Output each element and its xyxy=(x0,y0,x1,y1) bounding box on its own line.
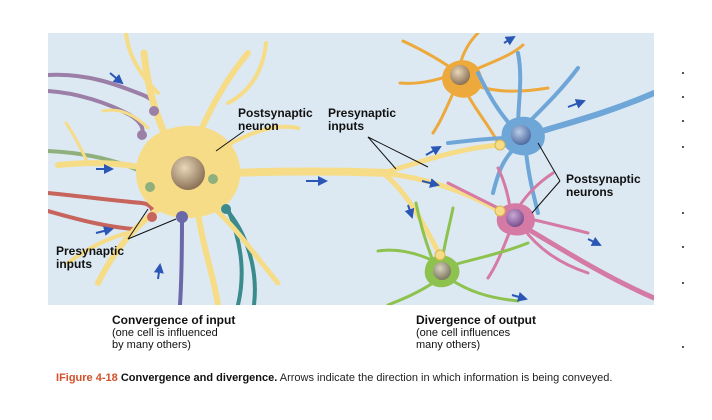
page-edge-mark xyxy=(682,120,684,122)
convergence-line-1: (one cell is influenced xyxy=(112,327,218,339)
divergence-description: Divergence of output (one cell influence… xyxy=(416,314,536,351)
postsynaptic-neurons-label: Postsynaptic neurons xyxy=(566,172,641,199)
label-pointers xyxy=(127,130,561,240)
divergence-heading: Divergence of output xyxy=(416,313,537,327)
page-edge-mark xyxy=(682,282,684,284)
caption-title: Convergence and divergence. xyxy=(120,372,278,384)
figure-number: Figure 4-18 xyxy=(59,372,118,384)
divergence-line-2: many others) xyxy=(416,339,481,351)
input-terminals xyxy=(137,106,231,223)
divergence-line-1: (one cell influences xyxy=(416,327,511,339)
presynaptic-inputs-top-label: Presynaptic inputs xyxy=(328,106,397,133)
page-edge-mark xyxy=(682,72,684,74)
pink-neuron xyxy=(446,166,654,301)
convergence-heading: Convergence of input xyxy=(112,313,236,327)
convergence-line-2: by many others) xyxy=(112,339,191,351)
postsynaptic-neuron-label: Postsynaptic neuron xyxy=(238,106,313,133)
main-neuron-body xyxy=(136,125,241,218)
green-neuron xyxy=(376,201,530,305)
presynaptic-inputs-left-label: Presynaptic inputs xyxy=(56,244,125,271)
page-edge-mark xyxy=(682,96,684,98)
caption-text: Arrows indicate the direction in which i… xyxy=(279,372,613,384)
main-neuron-axon xyxy=(224,142,503,258)
axon-terminals xyxy=(434,139,506,261)
convergence-description: Convergence of input (one cell is influe… xyxy=(112,314,235,351)
orange-neuron xyxy=(398,33,550,145)
page-edge-mark xyxy=(682,346,684,348)
page-edge-mark xyxy=(682,146,684,148)
page-edge-mark xyxy=(682,246,684,248)
caption-marker: I xyxy=(56,372,60,384)
blue-neuron xyxy=(446,51,654,215)
figure-caption: IFigure 4-18 Convergence and divergence.… xyxy=(56,372,612,384)
figure-panel: Postsynaptic neuron Presynaptic inputs P… xyxy=(48,33,654,305)
neuron-diagram xyxy=(48,33,654,305)
page-edge-mark xyxy=(682,212,684,214)
direction-arrows xyxy=(95,35,602,302)
